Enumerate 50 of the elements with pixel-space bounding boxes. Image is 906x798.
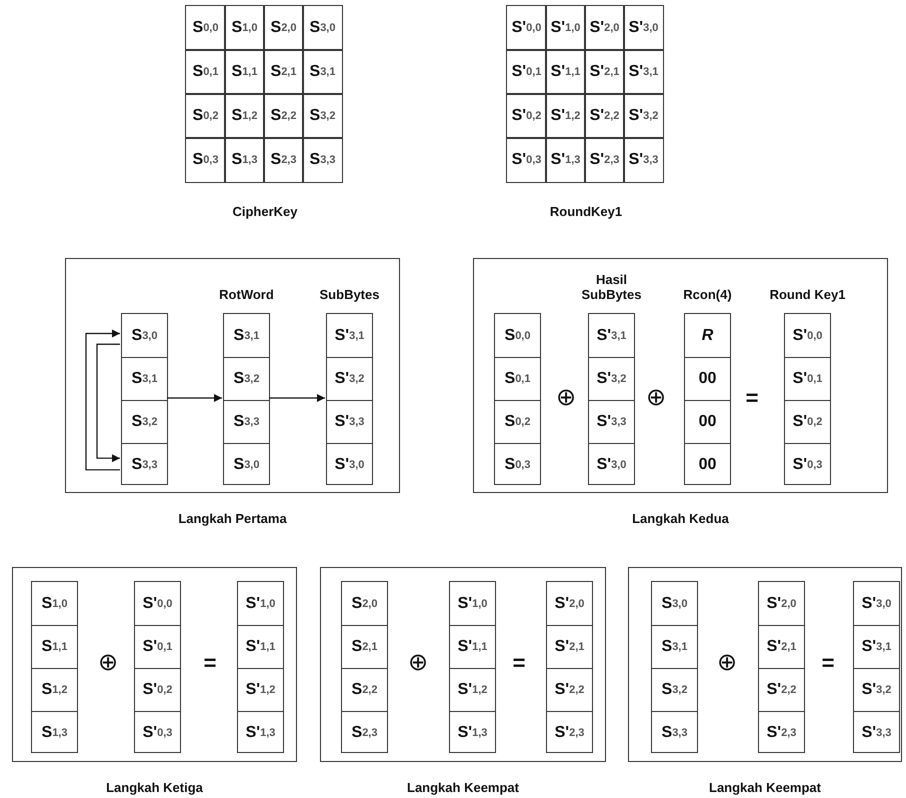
step-panel — [628, 567, 902, 762]
table-caption: RoundKey1 — [550, 204, 622, 219]
step-caption: Langkah Pertama — [178, 511, 287, 526]
column-heading: Rcon(4) — [682, 287, 733, 303]
word-column — [326, 313, 373, 485]
xor-symbol: ⊕ — [717, 651, 737, 675]
word-column — [684, 313, 731, 485]
arrow — [85, 330, 120, 470]
step-panel — [65, 258, 400, 493]
state-cell: 00 — [685, 357, 730, 400]
word-column — [341, 581, 388, 753]
equals-sign: = — [822, 652, 834, 674]
word-column — [546, 581, 593, 753]
word-column — [223, 313, 270, 485]
step-caption: Langkah Keempat — [407, 780, 519, 795]
column-heading: RotWord — [218, 287, 275, 303]
column-heading: Hasil SubBytes — [580, 272, 642, 303]
word-column — [134, 581, 181, 753]
word-column — [758, 581, 805, 753]
word-column — [651, 581, 698, 753]
column-heading: Round Key1 — [768, 287, 846, 303]
word-column — [121, 313, 168, 485]
arrow — [269, 394, 325, 402]
equals-sign: = — [746, 387, 758, 409]
xor-symbol: ⊕ — [98, 651, 118, 675]
table-caption: CipherKey — [232, 204, 298, 219]
word-column — [449, 581, 496, 753]
step-caption: Langkah Ketiga — [106, 780, 203, 795]
word-column — [784, 313, 831, 485]
xor-symbol: ⊕ — [408, 651, 428, 675]
step-panel — [12, 567, 297, 762]
xor-symbol: ⊕ — [556, 386, 576, 410]
state-cell: R — [685, 314, 730, 357]
equals-sign: = — [204, 652, 216, 674]
xor-symbol: ⊕ — [646, 386, 666, 410]
step-caption: Langkah Kedua — [632, 511, 729, 526]
step-panel — [320, 567, 606, 762]
step-panel — [473, 258, 888, 493]
arrow — [96, 344, 120, 462]
equals-sign: = — [512, 652, 526, 674]
state-cell: 00 — [685, 400, 730, 443]
state-cell: 00 — [685, 443, 730, 486]
word-column — [237, 581, 284, 753]
word-column — [31, 581, 78, 753]
word-column — [588, 313, 635, 485]
word-column — [853, 581, 900, 753]
step-caption: Langkah Keempat — [709, 780, 821, 795]
arrow — [167, 394, 222, 402]
column-heading: SubBytes — [318, 287, 380, 303]
word-column — [494, 313, 541, 485]
